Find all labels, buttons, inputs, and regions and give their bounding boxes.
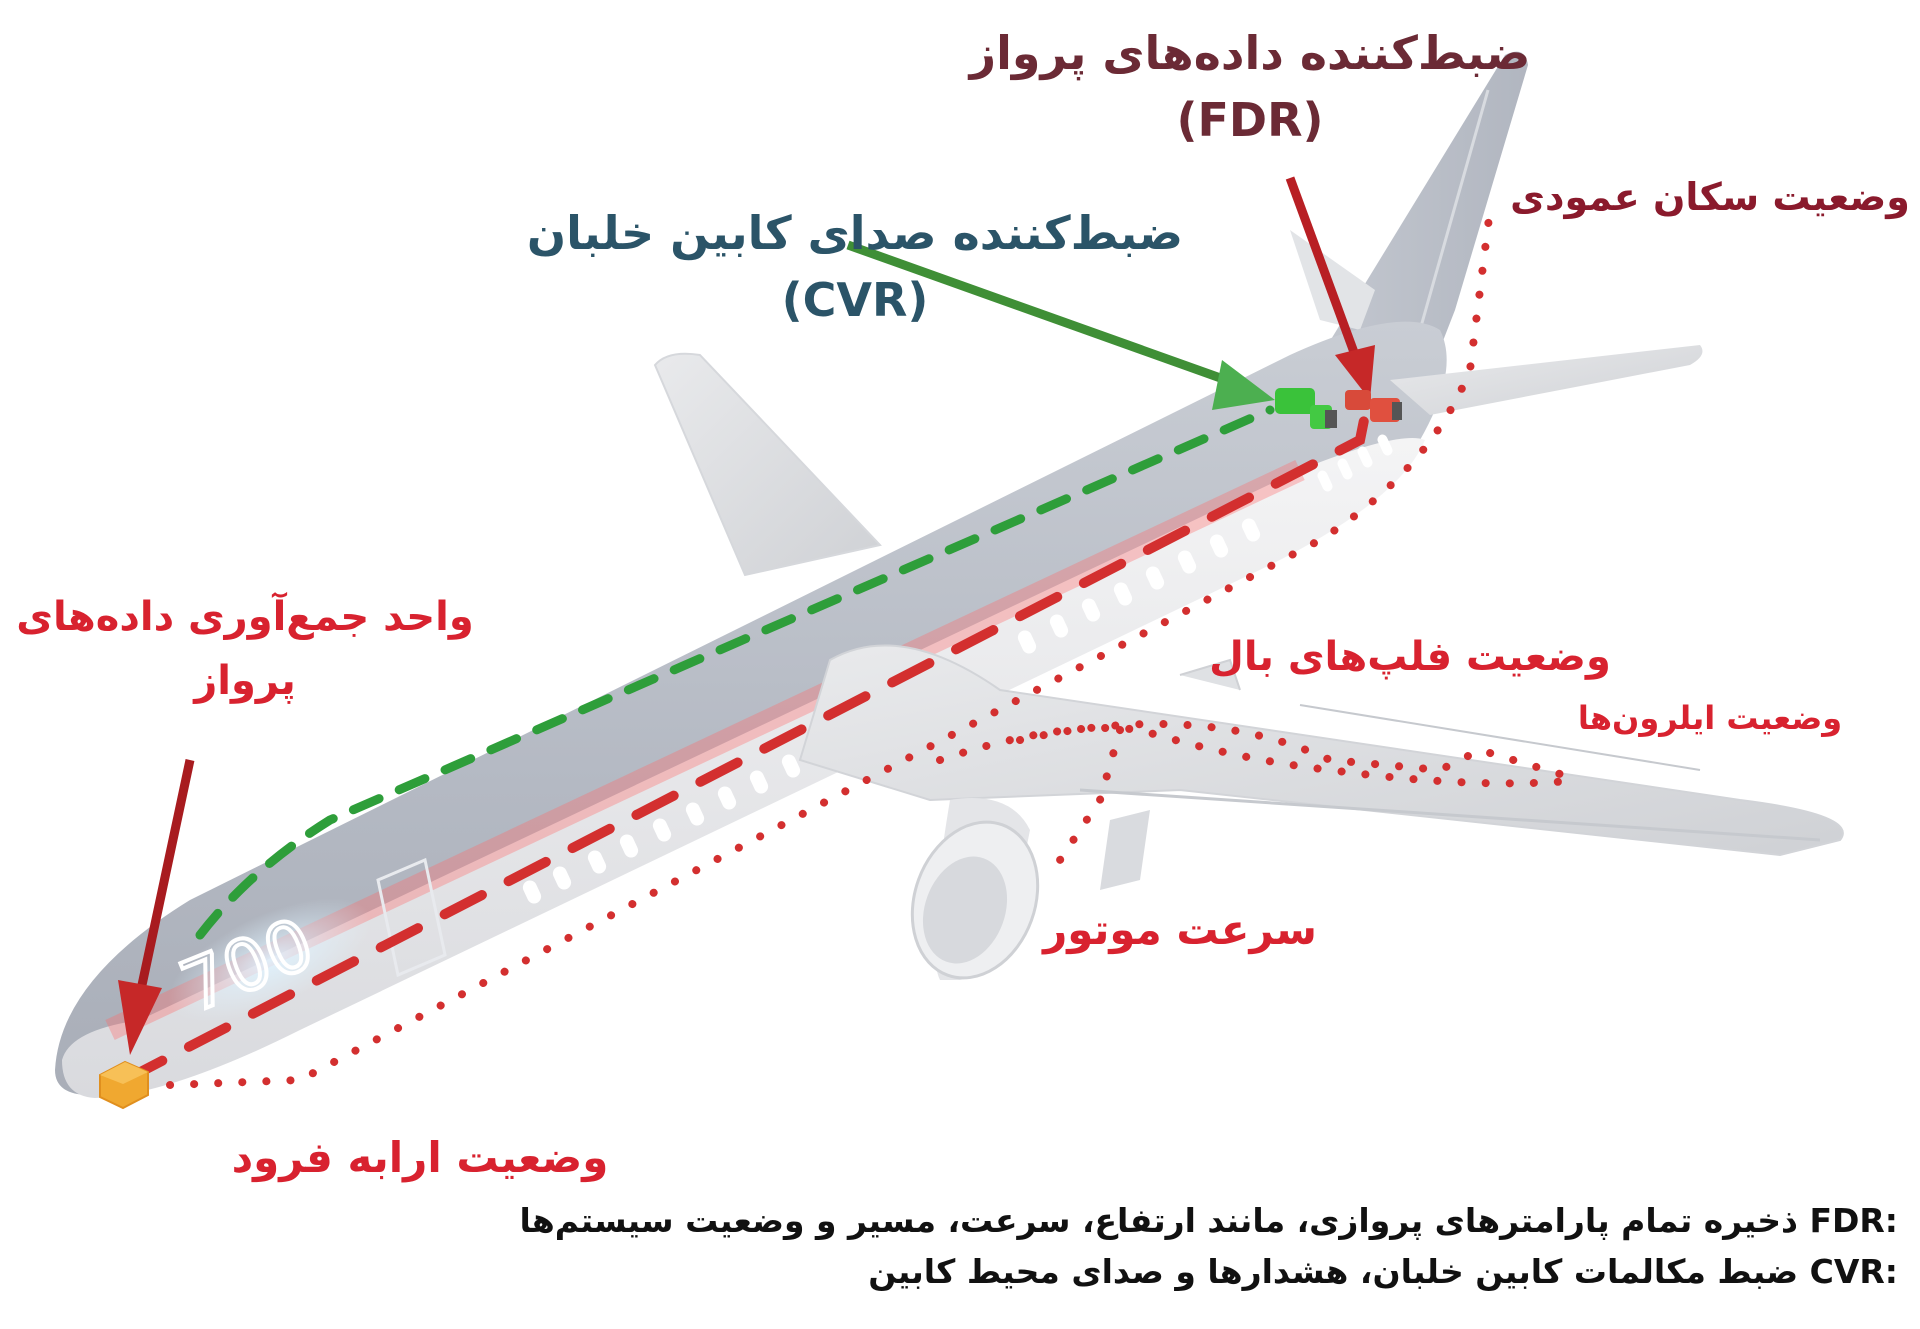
fdau-box-icon (99, 1060, 149, 1110)
fdau-label: واحد جمع‌آوری داده‌های پرواز (0, 585, 490, 713)
engine-nacelle (910, 798, 1150, 980)
far-wing (653, 352, 882, 577)
near-horizontal-stabilizer (1390, 345, 1703, 415)
ailerons-label: وضعیت ایلرون‌ها (1577, 699, 1843, 737)
fdr-note-key: FDR: (1809, 1201, 1898, 1240)
fdau-line2: پرواز (194, 658, 296, 704)
fdr-wiring-path (120, 410, 1370, 1085)
near-wing (798, 644, 1844, 857)
cvr-arrow (846, 240, 1275, 410)
flaps-label: وضعیت فلپ‌های بال (1209, 634, 1611, 680)
cvr-note-key: CVR: (1809, 1252, 1898, 1292)
cvr-title: ضبط‌کننده صدای کابین خلبان (526, 206, 1184, 260)
fdau-line1: واحد جمع‌آوری داده‌های (16, 594, 474, 640)
sensor-dotted-paths (166, 206, 1584, 1089)
engine-speed-label: سرعت موتور (1043, 905, 1317, 954)
cvr-unit-icon (1275, 388, 1337, 429)
fdr-abbr: (FDR) (1176, 92, 1324, 147)
fdr-note-text: ذخیره تمام پارامترهای پروازی، مانند ارتف… (519, 1201, 1798, 1240)
fdr-unit-icon (1345, 390, 1402, 422)
cvr-wiring-path (195, 405, 1275, 940)
cvr-note-text: ضبط مکالمات کابین خلبان، هشدارها و صدای … (868, 1252, 1799, 1292)
fdr-note: FDR: ذخیره تمام پارامترهای پروازی، مانند… (519, 1195, 1898, 1246)
cvr-abbr: (CVR) (781, 272, 929, 327)
fdr-title: ضبط‌کننده داده‌های پرواز (969, 26, 1531, 80)
landing-gear-label: وضعیت ارابه فرود (231, 1133, 609, 1182)
far-horizontal-stabilizer (1290, 230, 1375, 330)
fdau-arrow (118, 759, 195, 1055)
rudder-label: وضعیت سکان عمودی (1510, 175, 1910, 219)
cvr-note: CVR: ضبط مکالمات کابین خلبان، هشدارها و … (519, 1246, 1898, 1297)
fdr-arrow (1285, 176, 1375, 400)
cvr-label: ضبط‌کننده صدای کابین خلبان (CVR) (510, 200, 1200, 333)
fdr-label: ضبط‌کننده داده‌های پرواز (FDR) (920, 20, 1580, 153)
legend-notes: FDR: ذخیره تمام پارامترهای پروازی، مانند… (519, 1195, 1898, 1297)
